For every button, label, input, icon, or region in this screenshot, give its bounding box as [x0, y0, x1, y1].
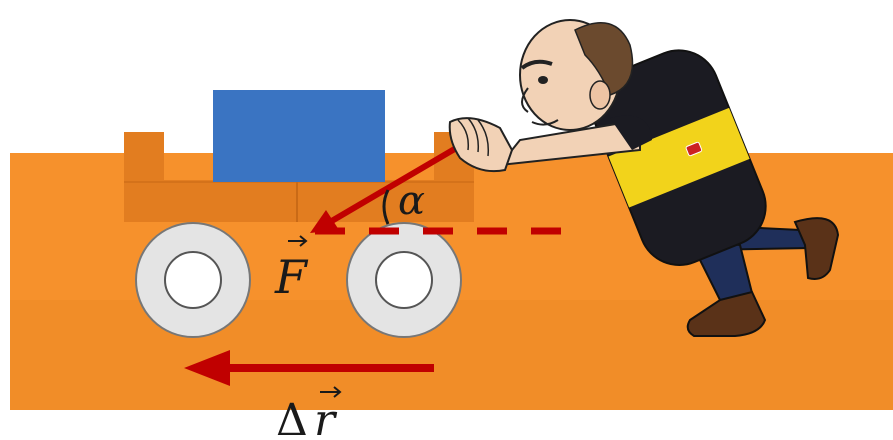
svg-text:F: F [274, 250, 309, 304]
displacement-label: Δ r [276, 386, 342, 440]
svg-text:Δ: Δ [276, 395, 308, 440]
angle-arc [382, 189, 390, 225]
man-pushing-illustration [448, 19, 840, 337]
angle-label: α [398, 178, 425, 224]
cart-body [124, 180, 474, 222]
force-label: F [274, 235, 309, 304]
mouth [531, 119, 559, 126]
nose [521, 87, 529, 113]
load-block [213, 90, 385, 182]
wheel-left [135, 222, 251, 338]
cart-left-post [124, 132, 164, 182]
front-shoe [686, 290, 767, 337]
hair [574, 22, 634, 96]
wheel-right [346, 222, 462, 338]
back-shoe [793, 217, 840, 280]
displacement-arrow [184, 350, 434, 386]
force-arrow [310, 144, 460, 233]
svg-text:r: r [314, 395, 338, 440]
